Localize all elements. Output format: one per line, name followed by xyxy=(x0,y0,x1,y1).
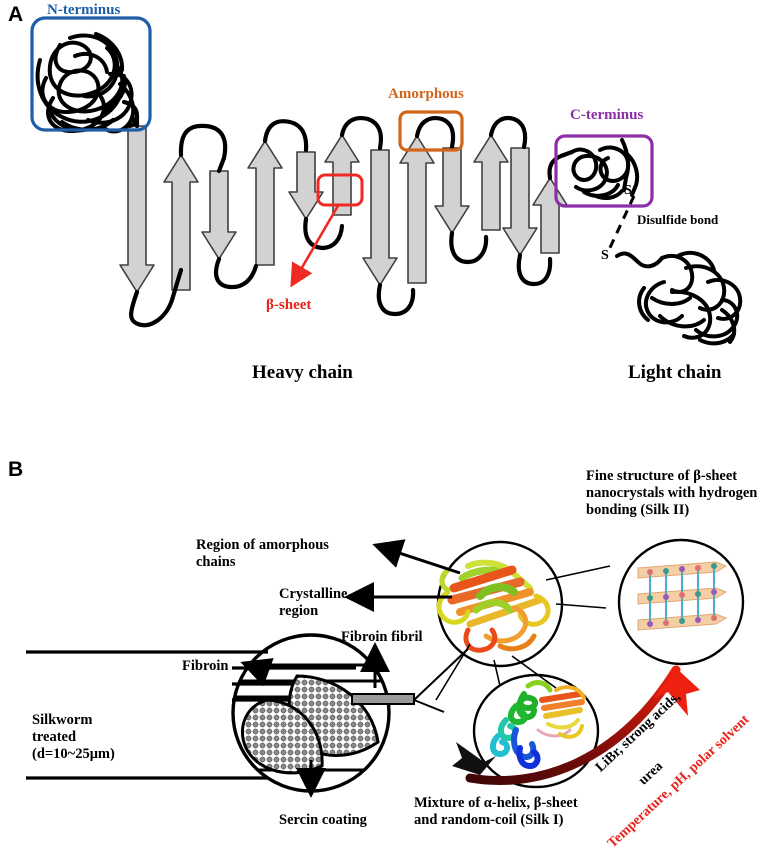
panel-label-b: B xyxy=(8,458,24,481)
label-c-terminus: C-terminus xyxy=(570,107,644,123)
beta-sheet-pointer-arrow xyxy=(290,203,341,288)
label-silkworm-line1: Silkworm xyxy=(32,712,93,728)
light-chain-random-coil xyxy=(615,250,743,346)
beta-sheet-arrow-ribbon xyxy=(119,125,568,293)
label-sulfur-bottom: S xyxy=(601,248,609,263)
label-fibroin-fibril: Fibroin fibril xyxy=(341,629,423,645)
label-amorphous: Amorphous xyxy=(388,86,464,102)
c-terminus-box xyxy=(554,134,654,208)
panel-label-a: A xyxy=(8,3,24,26)
label-silk-i-line1: Mixture of α-helix, β-sheet xyxy=(414,795,578,811)
n-terminus-random-coil xyxy=(35,32,138,134)
beta-sheet-box xyxy=(316,173,364,207)
caption-heavy-chain: Heavy chain xyxy=(252,362,353,383)
label-n-terminus: N-terminus xyxy=(47,2,121,18)
c-terminus-random-coil xyxy=(570,138,640,201)
caption-light-chain: Light chain xyxy=(628,362,722,383)
label-region-amorphous-line1: Region of amorphous xyxy=(196,537,329,553)
label-disulfide-bond: Disulfide bond xyxy=(637,212,719,227)
label-sulfur-top: S xyxy=(624,183,632,198)
label-silk-ii-title-line1: Fine structure of β-sheet xyxy=(586,468,738,484)
amorphous-box xyxy=(398,110,464,152)
label-beta-sheet: β-sheet xyxy=(266,297,312,313)
disulfide-bond-dashed-line xyxy=(606,195,636,253)
label-silk-ii-title-line2: nanocrystals with hydrogen xyxy=(586,485,758,501)
label-crystalline-line1: Crystalline xyxy=(279,586,348,602)
polypeptide-backbone-loops xyxy=(121,99,575,328)
label-silkworm-line2: treated xyxy=(32,729,77,745)
label-silk-ii-title-line3: bonding (Silk II) xyxy=(586,502,690,518)
label-silkworm-line3: (d=10~25μm) xyxy=(32,746,115,762)
label-region-amorphous-line2: chains xyxy=(196,554,236,570)
label-crystalline-line2: region xyxy=(279,603,319,619)
label-sercin-coating: Sercin coating xyxy=(279,812,367,828)
n-terminus-box xyxy=(30,16,152,132)
label-fibroin: Fibroin xyxy=(182,658,229,674)
label-silk-i-line2: and random-coil (Silk I) xyxy=(414,812,564,828)
